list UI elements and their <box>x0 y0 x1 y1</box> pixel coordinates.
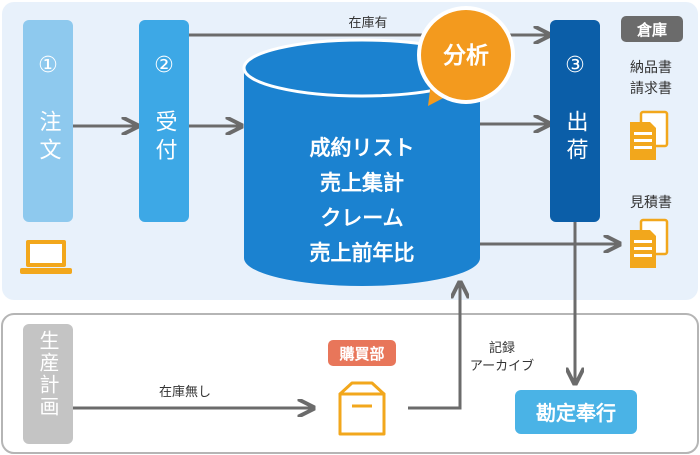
order-box <box>23 20 73 222</box>
out-of-stock-label: 在庫無し <box>159 385 211 400</box>
receive-number: ② <box>154 53 174 78</box>
warehouse-badge <box>621 16 683 42</box>
database-line-2: 売上集計 <box>320 171 404 195</box>
receive-label: 受付 <box>152 110 178 166</box>
purchasing-label: 購買部 <box>338 345 384 363</box>
production-plan-label: 生産計画 <box>36 330 60 418</box>
box-icon <box>338 381 386 436</box>
database-line-1: 成約リスト <box>310 136 415 160</box>
order-number: ① <box>38 53 58 78</box>
production-plan-box <box>23 324 73 444</box>
flow-arrows <box>72 35 618 408</box>
accounting-badge <box>515 390 637 434</box>
receive-box <box>139 20 189 222</box>
estimate-label: 見積書 <box>630 195 672 211</box>
purchasing-badge <box>328 340 396 366</box>
invoice-label: 請求書 <box>630 81 672 97</box>
accounting-label: 勘定奉行 <box>536 401 616 425</box>
ship-number: ③ <box>565 53 585 78</box>
database-line-3: クレーム <box>320 206 403 230</box>
document-icon <box>630 110 669 160</box>
analysis-label: 分析 <box>443 43 489 69</box>
ship-box <box>550 20 600 222</box>
analysis-bubble <box>417 6 515 106</box>
database-line-4: 売上前年比 <box>310 241 415 265</box>
warehouse-label: 倉庫 <box>636 21 667 39</box>
delivery-note-label: 納品書 <box>630 60 672 76</box>
laptop-icon <box>20 240 72 274</box>
document-icon <box>630 218 669 268</box>
arrow-purchasing-to-database <box>408 284 460 410</box>
in-stock-label: 在庫有 <box>348 16 387 31</box>
archive-label-2: アーカイブ <box>470 358 534 374</box>
order-label: 注文 <box>36 110 62 166</box>
ship-label: 出荷 <box>563 110 589 166</box>
archive-label-1: 記録 <box>489 340 515 356</box>
